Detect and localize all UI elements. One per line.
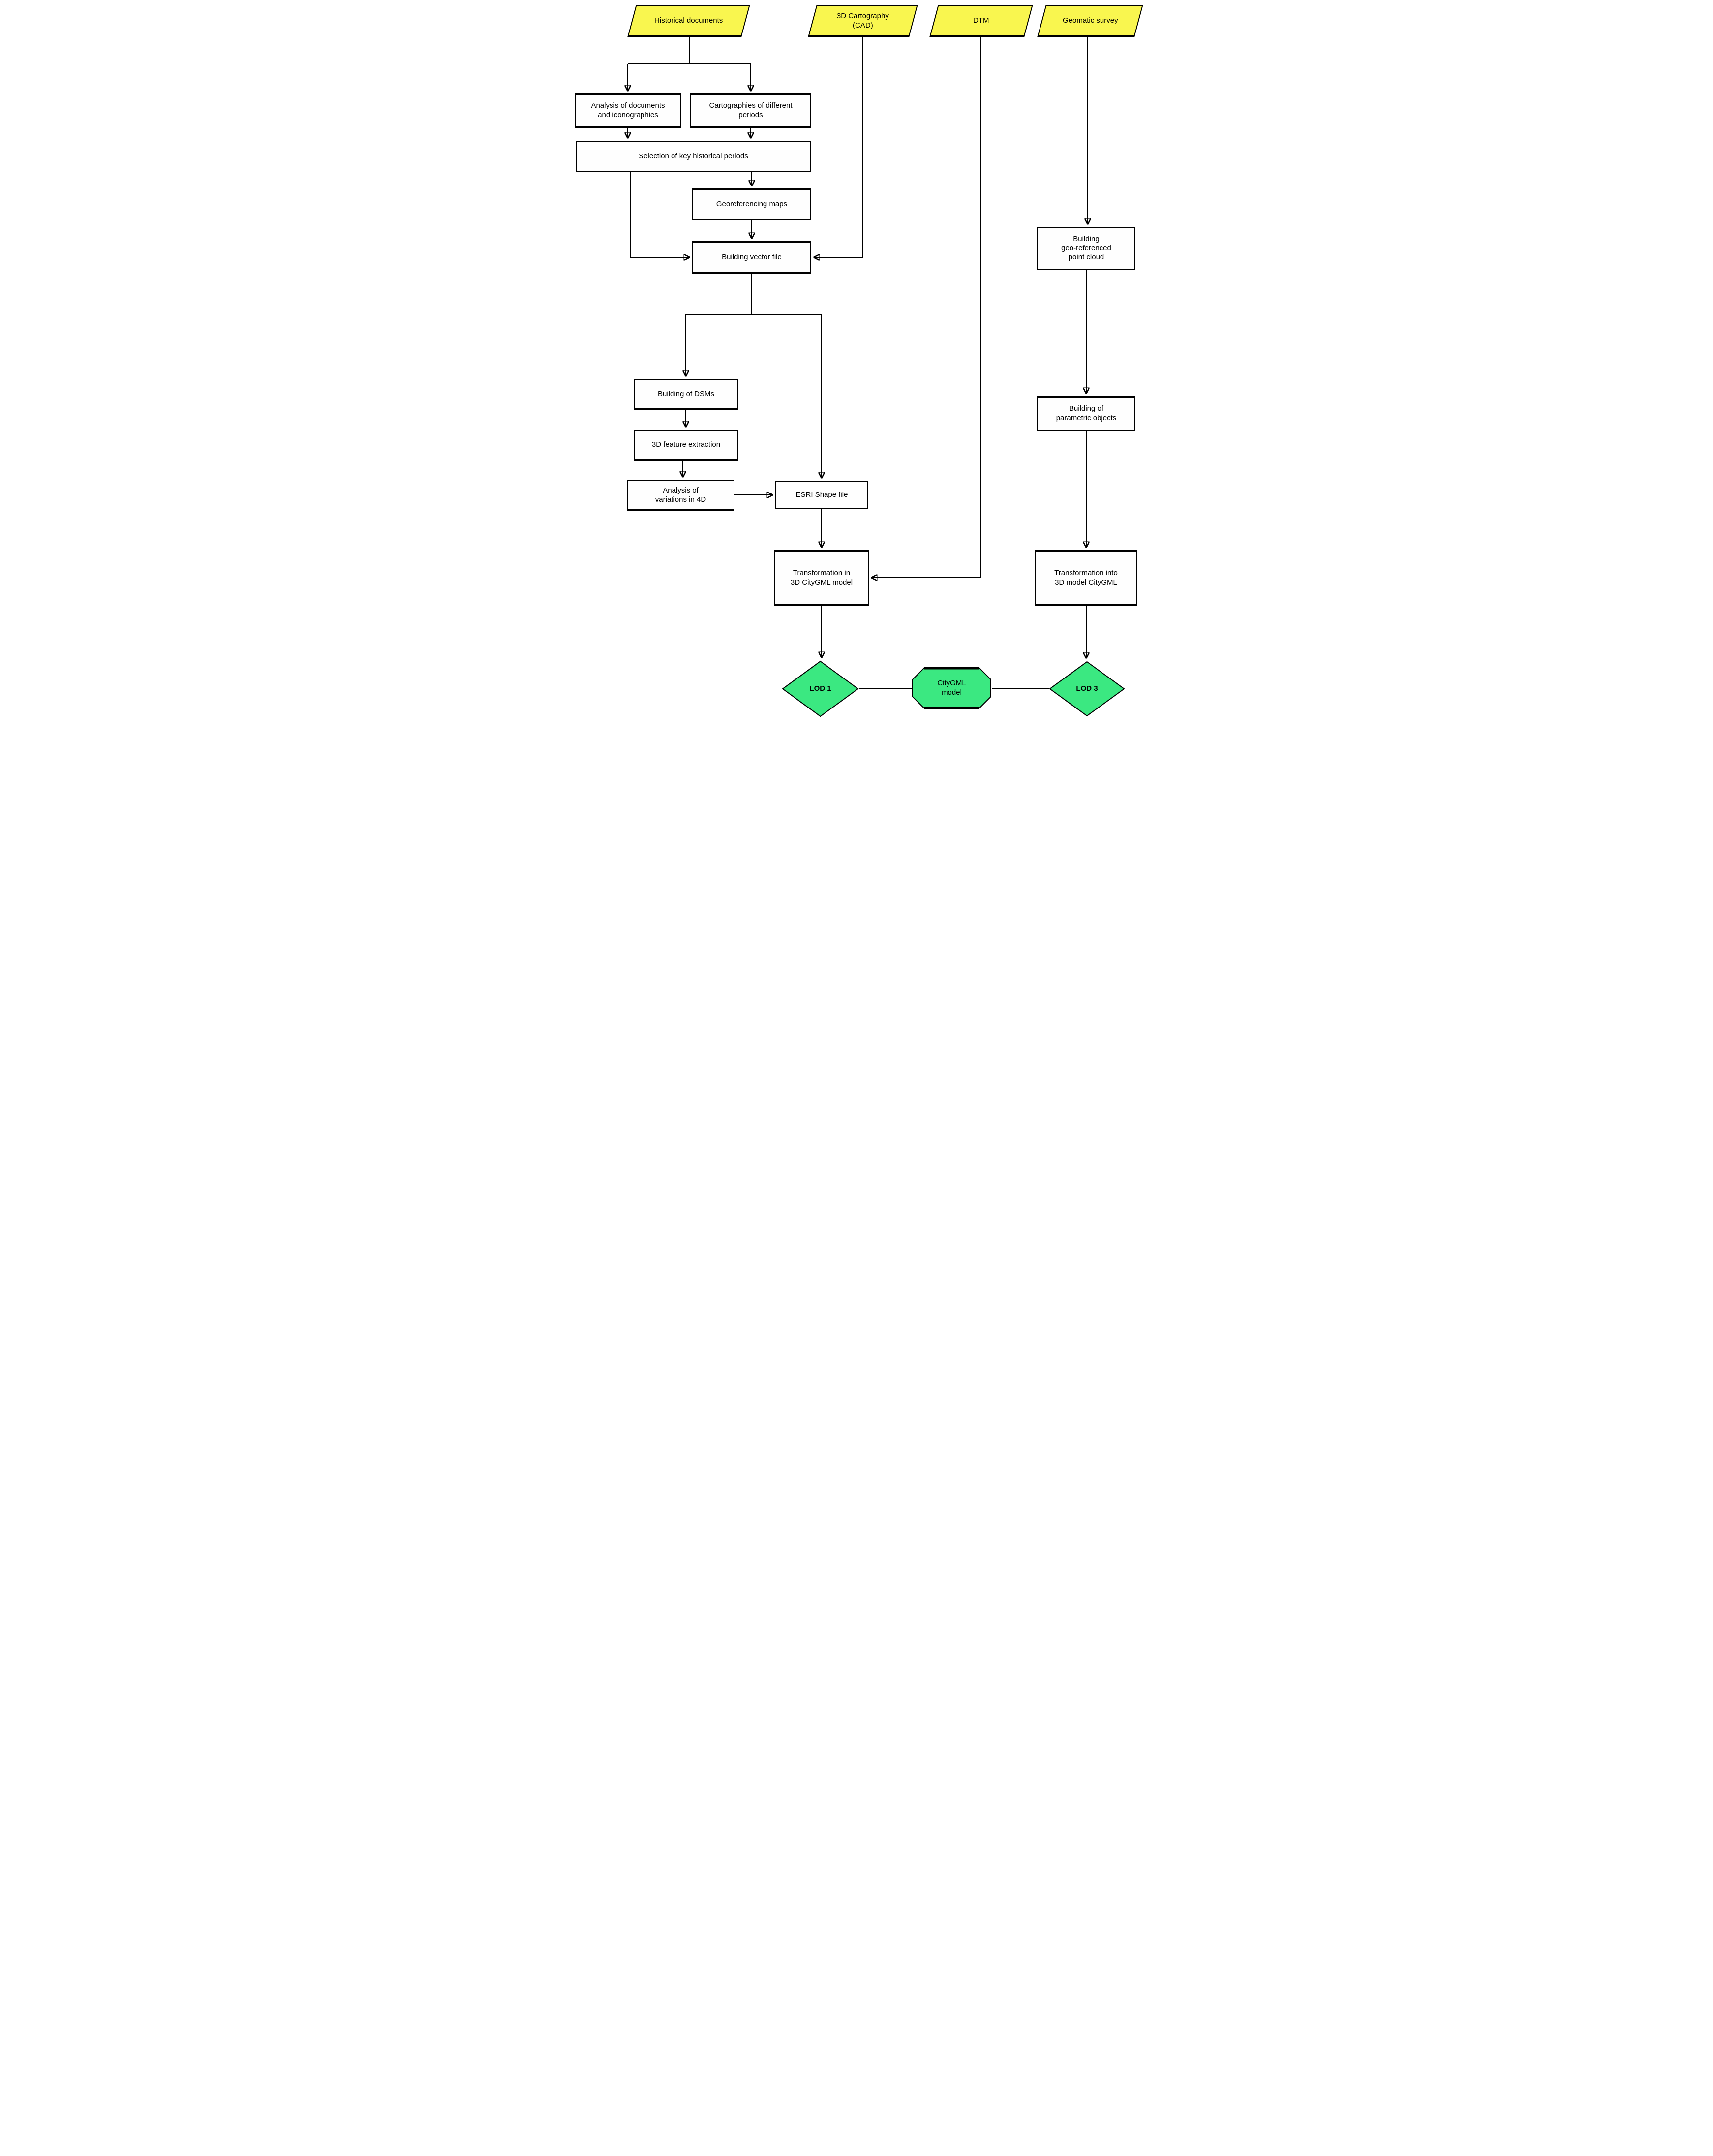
node-label: Transformation into 3D model CityGML [1054, 568, 1118, 586]
node-building-point-cloud: Building geo-referenced point cloud [1037, 227, 1135, 270]
node-3d-feature-extraction: 3D feature extraction [634, 430, 738, 461]
node-transformation-into-citygml: Transformation into 3D model CityGML [1035, 550, 1137, 606]
node-citygml-model: CityGML model [912, 667, 992, 709]
node-label: Selection of key historical periods [639, 152, 748, 160]
node-label: LOD 3 [1076, 684, 1098, 693]
node-label: Analysis of variations in 4D [655, 486, 706, 504]
node-historical-documents: Historical documents [627, 5, 750, 37]
node-dtm: DTM [929, 5, 1033, 37]
edge-selection-to-bvf [630, 172, 689, 257]
node-label: ESRI Shape file [795, 490, 848, 499]
node-lod3: LOD 3 [1049, 661, 1125, 717]
node-label: DTM [973, 16, 989, 25]
node-3d-cartography: 3D Cartography (CAD) [808, 5, 918, 37]
node-building-of-dsms: Building of DSMs [634, 379, 738, 410]
node-building-parametric-objects: Building of parametric objects [1037, 396, 1135, 431]
node-analysis-variations-4d: Analysis of variations in 4D [627, 480, 734, 511]
node-transformation-in-citygml: Transformation in 3D CityGML model [774, 550, 869, 606]
node-lod1: LOD 1 [782, 660, 859, 717]
node-georeferencing-maps: Georeferencing maps [692, 188, 811, 220]
node-label: 3D feature extraction [651, 440, 721, 449]
node-label: Analysis of documents and iconographies [591, 101, 665, 119]
node-label: Building of DSMs [657, 390, 715, 399]
connector-layer [571, 37, 1142, 689]
node-cartographies-of-periods: Cartographies of different periods [690, 93, 811, 128]
node-label: Cartographies of different periods [709, 101, 793, 119]
node-building-vector-file: Building vector file [692, 241, 811, 274]
node-label: Georeferencing maps [716, 200, 788, 209]
diamond-shape [1049, 661, 1125, 717]
edge-cad-to-bvf [814, 37, 863, 257]
diamond-shape [782, 660, 859, 717]
node-analysis-of-documents: Analysis of documents and iconographies [575, 93, 681, 128]
node-esri-shape-file: ESRI Shape file [775, 481, 868, 509]
node-label: Geomatic survey [1062, 16, 1118, 25]
node-label: LOD 1 [809, 684, 831, 693]
node-label: Building of parametric objects [1056, 404, 1117, 422]
edge-historical-split [628, 37, 751, 64]
octagon-shape [912, 667, 991, 709]
node-geomatic-survey: Geomatic survey [1037, 5, 1143, 37]
node-label: Building geo-referenced point cloud [1061, 234, 1111, 262]
node-label: Transformation in 3D CityGML model [790, 568, 853, 586]
node-selection-of-periods: Selection of key historical periods [576, 141, 811, 172]
node-label: 3D Cartography (CAD) [837, 11, 889, 30]
node-label: Building vector file [722, 252, 782, 261]
edge-dtm-to-transform1 [872, 37, 981, 578]
flowchart-canvas: Historical documents 3D Cartography (CAD… [571, 0, 1143, 720]
edge-bvf-branch [686, 274, 822, 315]
node-label: Historical documents [654, 16, 723, 25]
node-label: CityGML model [937, 678, 966, 697]
